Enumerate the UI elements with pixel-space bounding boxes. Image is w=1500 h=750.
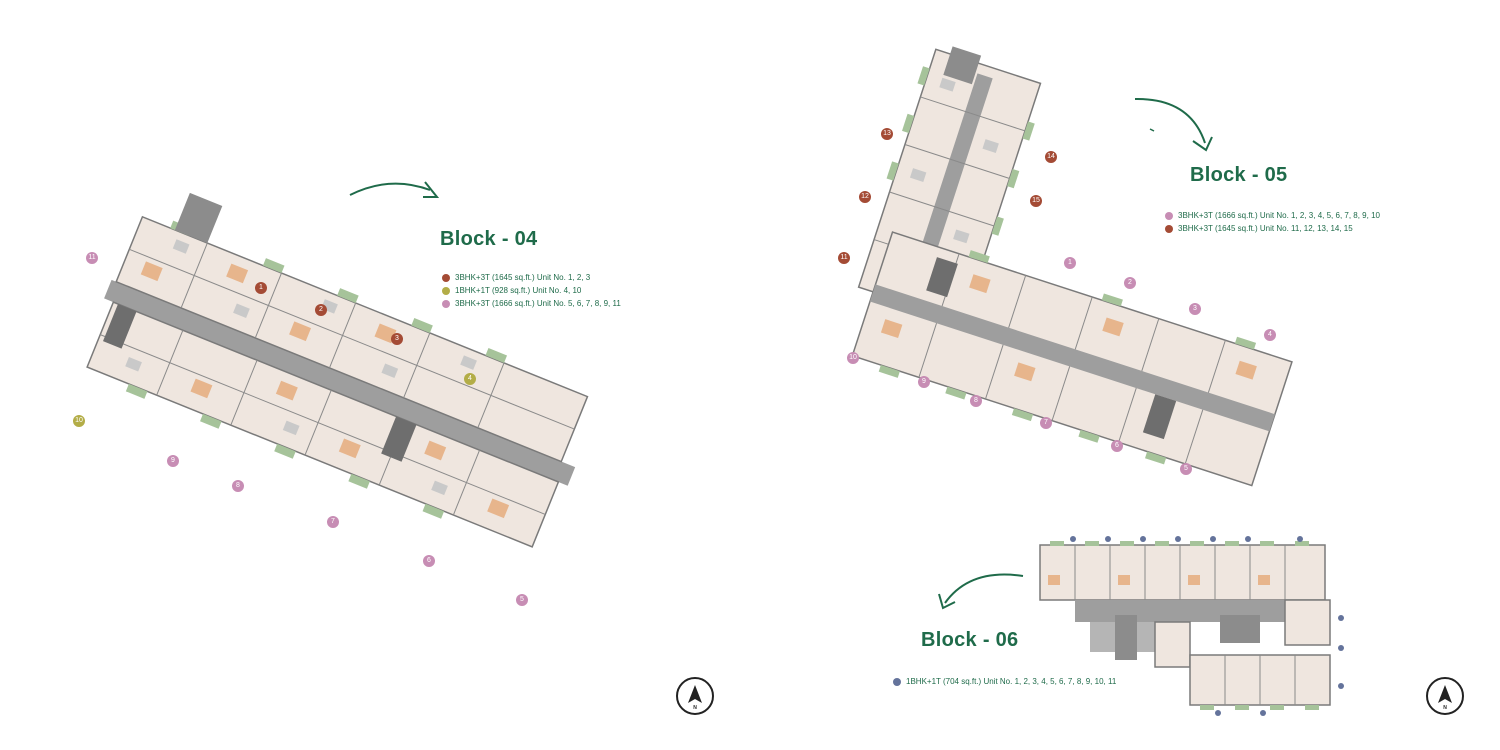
legend-label: 3BHK+3T (1645 sq.ft.) Unit No. 11, 12, 1… <box>1178 224 1353 233</box>
block05-title: Block - 05 <box>1190 164 1288 186</box>
legend-swatch <box>893 677 901 686</box>
block06-legend: 1BHK+1T (704 sq.ft.) Unit No. 1, 2, 3, 4… <box>893 675 1116 688</box>
block04-title: Block - 04 <box>440 228 538 250</box>
block05-unit-badge[interactable]: 6 <box>1111 440 1123 452</box>
block04-unit-badge[interactable]: 9 <box>167 455 179 467</box>
block04-unit-badge[interactable]: 4 <box>464 373 476 385</box>
block06-unit-marker[interactable] <box>1070 536 1076 542</box>
block06-unit-marker[interactable] <box>1105 536 1111 542</box>
block04-unit-badge[interactable]: 1 <box>255 282 267 294</box>
block05-unit-badge[interactable]: 4 <box>1264 329 1276 341</box>
block04-unit-badge[interactable]: 7 <box>327 516 339 528</box>
compass-label: N <box>1443 705 1447 711</box>
block06-unit-marker[interactable] <box>1175 536 1181 542</box>
legend-swatch <box>442 273 450 282</box>
block06-unit-marker[interactable] <box>1245 536 1251 542</box>
block04-unit-badge[interactable]: 5 <box>516 594 528 606</box>
legend-item: 3BHK+3T (1645 sq.ft.) Unit No. 11, 12, 1… <box>1165 222 1380 235</box>
legend-label: 1BHK+1T (928 sq.ft.) Unit No. 4, 10 <box>455 286 582 295</box>
block04-legend: 3BHK+3T (1645 sq.ft.) Unit No. 1, 2, 3 1… <box>442 271 621 310</box>
block05-unit-badge[interactable]: 15 <box>1030 195 1042 207</box>
legend-swatch <box>442 286 450 295</box>
block04-unit-badge[interactable]: 10 <box>73 415 85 427</box>
block05-unit-badge[interactable]: 2 <box>1124 277 1136 289</box>
block04-unit-badge[interactable]: 2 <box>315 304 327 316</box>
block05-unit-badge[interactable]: 1 <box>1064 257 1076 269</box>
block06-unit-marker[interactable] <box>1338 645 1344 651</box>
legend-label: 3BHK+3T (1666 sq.ft.) Unit No. 1, 2, 3, … <box>1178 211 1380 220</box>
legend-swatch <box>1165 224 1173 233</box>
block04-unit-badge[interactable]: 8 <box>232 480 244 492</box>
block05-unit-badge[interactable]: 3 <box>1189 303 1201 315</box>
block06-unit-marker[interactable] <box>1215 710 1221 716</box>
compass-label: N <box>693 705 697 711</box>
block06-unit-marker[interactable] <box>1338 683 1344 689</box>
block05-unit-badge[interactable]: 14 <box>1045 151 1057 163</box>
legend-item: 3BHK+3T (1666 sq.ft.) Unit No. 1, 2, 3, … <box>1165 209 1380 222</box>
legend-label: 3BHK+3T (1666 sq.ft.) Unit No. 5, 6, 7, … <box>455 299 621 308</box>
legend-label: 1BHK+1T (704 sq.ft.) Unit No. 1, 2, 3, 4… <box>906 677 1117 686</box>
block05-direction-arrow-icon <box>1134 97 1213 152</box>
block05-unit-badge[interactable]: 8 <box>970 395 982 407</box>
block06-title: Block - 06 <box>921 629 1019 651</box>
block06-unit-marker[interactable] <box>1297 536 1303 542</box>
block05-legend: 3BHK+3T (1666 sq.ft.) Unit No. 1, 2, 3, … <box>1165 209 1380 235</box>
block06-floor-plan <box>1039 541 1331 710</box>
block05-floor-plan <box>851 46 1293 487</box>
north-compass-icon: N <box>676 677 714 715</box>
block06-unit-marker[interactable] <box>1338 615 1344 621</box>
block05-unit-badge[interactable]: 13 <box>881 128 893 140</box>
block05-unit-badge[interactable]: 7 <box>1040 417 1052 429</box>
block04-unit-badge[interactable]: 11 <box>86 252 98 264</box>
block05-unit-badge[interactable]: 10 <box>847 352 859 364</box>
block04-unit-badge[interactable]: 3 <box>391 333 403 345</box>
block05-unit-badge[interactable]: 9 <box>918 376 930 388</box>
block04-unit-badge[interactable]: 6 <box>423 555 435 567</box>
legend-item: 1BHK+1T (704 sq.ft.) Unit No. 1, 2, 3, 4… <box>893 675 1116 688</box>
block04-direction-arrow-icon <box>349 181 440 198</box>
block04-floor-plan <box>86 192 589 548</box>
legend-swatch <box>1165 211 1173 220</box>
legend-item: 3BHK+3T (1645 sq.ft.) Unit No. 1, 2, 3 <box>442 271 621 284</box>
north-compass-icon: N <box>1426 677 1464 715</box>
block05-unit-badge[interactable]: 12 <box>859 191 871 203</box>
legend-item: 1BHK+1T (928 sq.ft.) Unit No. 4, 10 <box>442 284 621 297</box>
block06-unit-marker[interactable] <box>1210 536 1216 542</box>
legend-item: 3BHK+3T (1666 sq.ft.) Unit No. 5, 6, 7, … <box>442 297 621 310</box>
block05-unit-badge[interactable]: 5 <box>1180 463 1192 475</box>
legend-label: 3BHK+3T (1645 sq.ft.) Unit No. 1, 2, 3 <box>455 273 591 282</box>
legend-swatch <box>442 299 450 308</box>
block06-unit-marker[interactable] <box>1140 536 1146 542</box>
block06-direction-arrow-icon <box>938 573 1024 610</box>
block06-unit-marker[interactable] <box>1260 710 1266 716</box>
block05-unit-badge[interactable]: 11 <box>838 252 850 264</box>
